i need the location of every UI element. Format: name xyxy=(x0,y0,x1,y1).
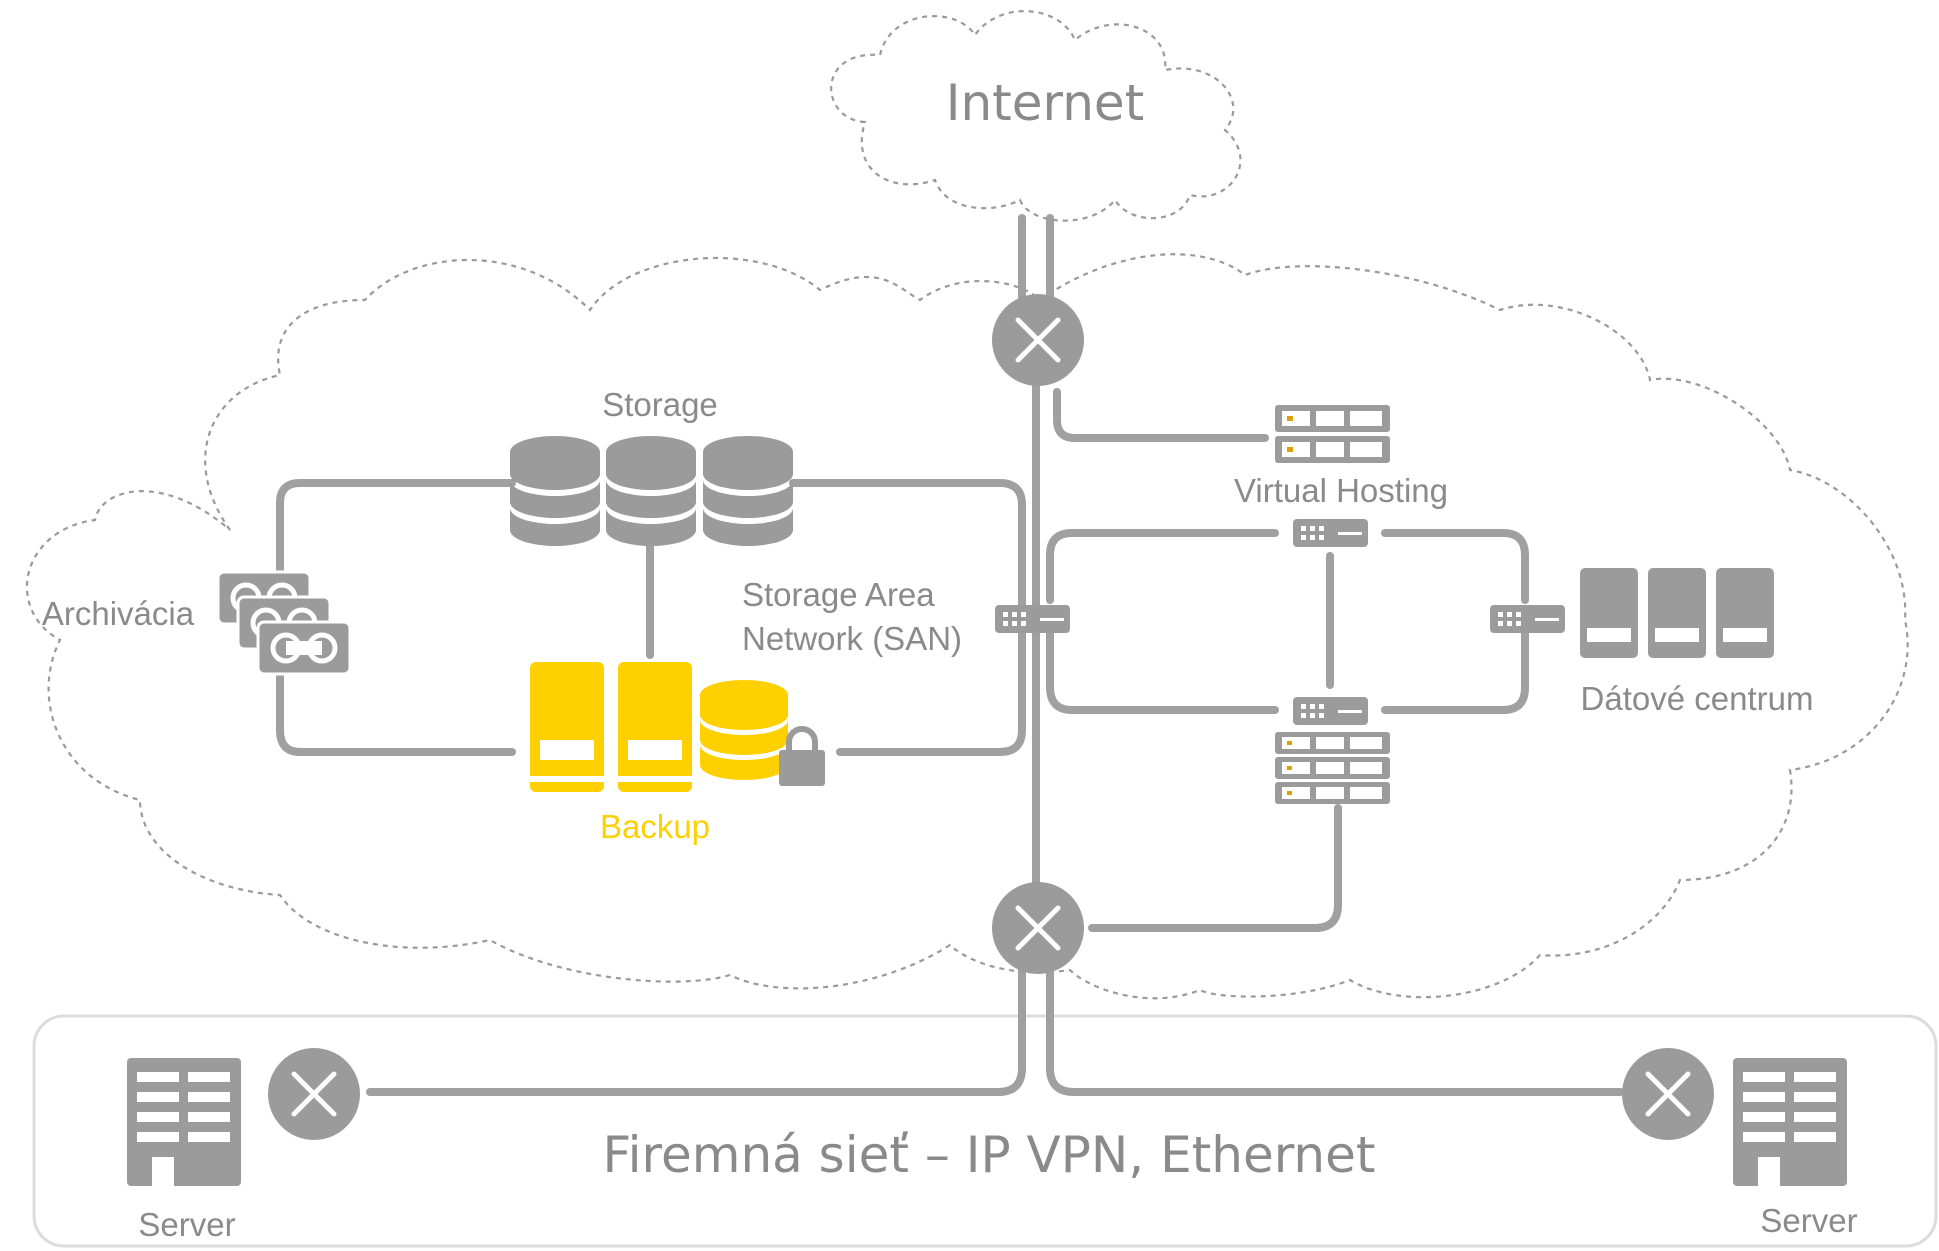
server-label-left: Server xyxy=(138,1206,235,1243)
router-icon xyxy=(268,1048,360,1140)
datacenter-cloud xyxy=(25,253,1909,1000)
san-label-line2: Network (SAN) xyxy=(742,620,962,657)
internet-label: Internet xyxy=(946,74,1145,132)
backup-server-icon xyxy=(530,662,692,792)
archive-label: Archivácia xyxy=(42,595,195,632)
virtual-hosting-label: Virtual Hosting xyxy=(1234,472,1448,509)
server-label-right: Server xyxy=(1760,1202,1857,1239)
switch-icon xyxy=(1490,605,1565,633)
rack-server-icon xyxy=(1275,732,1390,804)
tower-server-icon xyxy=(1580,568,1774,658)
rack-server-icon xyxy=(1275,405,1390,463)
switch-icon xyxy=(1293,697,1368,725)
tape-drive-icon xyxy=(216,570,352,676)
database-icon xyxy=(510,436,793,546)
storage-label: Storage xyxy=(602,386,718,423)
data-center-label: Dátové centrum xyxy=(1581,680,1814,717)
san-label-line1: Storage Area xyxy=(742,576,935,613)
office-building-icon xyxy=(1733,1058,1847,1186)
backup-label: Backup xyxy=(600,808,710,845)
switch-icon xyxy=(995,605,1070,633)
padlock-icon xyxy=(779,726,825,786)
router-icon xyxy=(992,882,1084,974)
switch-icon xyxy=(1293,519,1368,547)
internet-cloud xyxy=(830,10,1242,222)
router-icon xyxy=(992,294,1084,386)
office-building-icon xyxy=(127,1058,241,1186)
corporate-network-panel xyxy=(32,1014,1938,1248)
backup-database-icon xyxy=(700,680,788,780)
corporate-network-label: Firemná sieť – IP VPN, Ethernet xyxy=(603,1126,1376,1184)
connections xyxy=(276,214,1624,1096)
router-icon xyxy=(1622,1048,1714,1140)
